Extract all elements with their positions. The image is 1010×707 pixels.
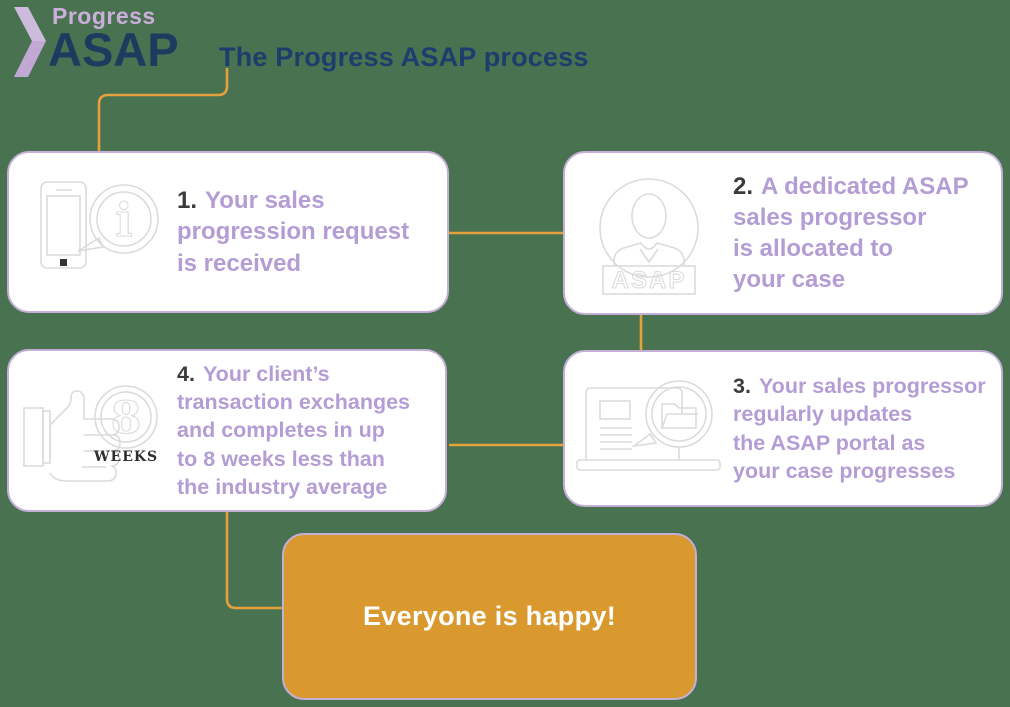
step2-line2: sales progressor	[733, 203, 927, 231]
chevron-icon	[14, 7, 46, 77]
step3-card: 3. Your sales progressor regularly update…	[563, 350, 1003, 507]
outcome-label: Everyone is happy!	[363, 601, 616, 631]
step2-line1: A dedicated ASAP	[761, 172, 969, 200]
step4-line3: and completes in up	[177, 418, 385, 443]
step2-line4: your case	[733, 266, 846, 294]
logo-asap-label: ASAP	[48, 23, 179, 76]
weeks-label: WEEKS	[93, 449, 158, 465]
phone-info-icon: i	[40, 181, 159, 269]
eight-glyph: 8	[111, 393, 142, 444]
logo-progress-label: Progress	[52, 3, 156, 29]
laptop-portal-icon	[576, 379, 721, 471]
step3-line3: the ASAP portal as	[733, 430, 926, 455]
page-title: The Progress ASAP process	[219, 42, 589, 72]
step1-line2: progression request	[177, 218, 410, 246]
asap-badge-label: ASAP	[612, 267, 687, 294]
info-glyph: i	[115, 193, 132, 247]
step2-icon-zone: ASAP	[565, 170, 733, 296]
step1-line1: Your sales	[205, 187, 325, 215]
step2-card: ASAP 2.A dedicated ASAP sales progressor…	[563, 151, 1003, 315]
step1-icon-zone: i	[9, 176, 177, 288]
step1-line3: is received	[177, 249, 302, 277]
step3-line2: regularly updates	[733, 402, 913, 427]
step2-line3: is allocated to	[733, 235, 894, 262]
step4-line5: the industry average	[177, 475, 388, 500]
step4-text: 4. Your client’s transaction exchanges an…	[177, 360, 445, 502]
step3-icon-zone	[565, 376, 733, 482]
step1-number: 1.	[177, 187, 198, 215]
asap-agent-icon: ASAP	[599, 178, 699, 295]
step4-number: 4.	[177, 361, 195, 386]
step2-number: 2.	[733, 172, 754, 200]
step4-line4: to 8 weeks less than	[177, 446, 385, 471]
connector-step4-to-outcome	[225, 512, 282, 610]
step2-text: 2.A dedicated ASAP sales progressor is a…	[733, 171, 1001, 296]
step3-text: 3. Your sales progressor regularly update…	[733, 372, 1001, 486]
step1-text: 1.Your sales progression request is rece…	[177, 185, 447, 279]
step3-number: 3.	[733, 373, 751, 398]
thumbs-up-8-weeks-icon: 8 WEEKS	[23, 384, 158, 482]
step3-line1: Your sales progressor	[758, 373, 986, 398]
step4-icon-zone: 8 WEEKS	[9, 380, 177, 482]
progress-asap-logo: Progress ASAP	[6, 3, 179, 79]
logo-text: Progress ASAP	[48, 3, 179, 79]
step4-line1: Your client’s	[202, 361, 330, 386]
outcome-box: Everyone is happy!	[282, 533, 697, 700]
step3-line4: your case progresses	[733, 458, 956, 483]
step4-line2: transaction exchanges	[177, 389, 411, 414]
connector-title-to-step1	[97, 68, 229, 151]
step1-card: i 1.Your sales progression request is re…	[7, 151, 449, 313]
step4-card: 8 WEEKS 4. Your client’s transaction exch…	[7, 349, 447, 512]
